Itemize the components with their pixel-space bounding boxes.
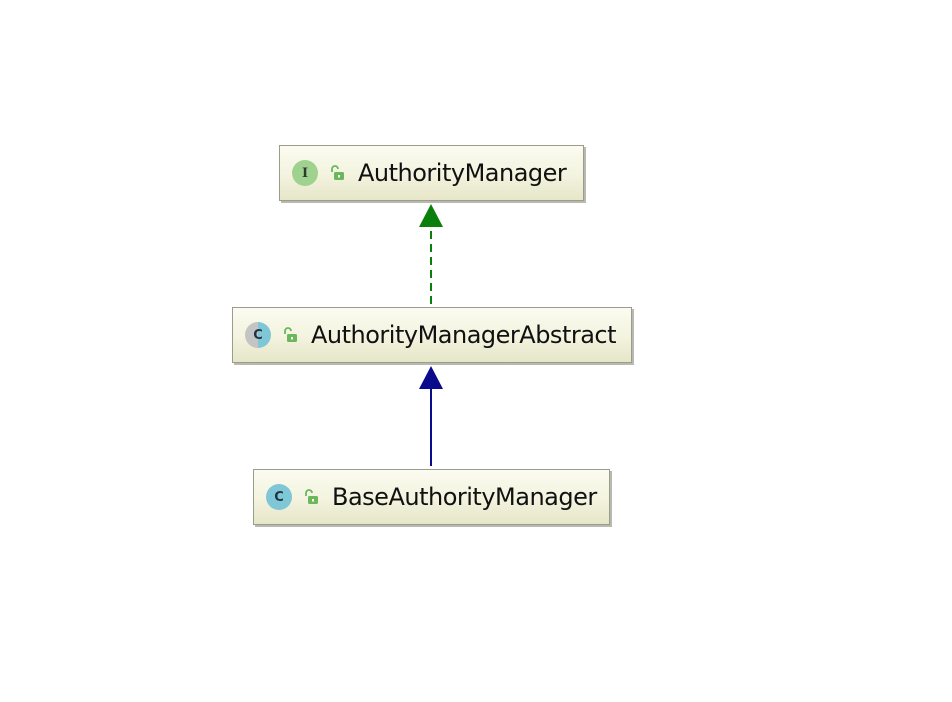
unlocked-icon [331, 165, 344, 180]
unlocked-icon [305, 489, 318, 504]
class-node-authority-manager-abstract[interactable]: C AuthorityManagerAbstract [232, 307, 632, 363]
unlocked-icon [284, 327, 297, 342]
class-icon: C [266, 484, 292, 510]
edge-extends-arrowhead [419, 366, 443, 389]
class-node-base-authority-manager[interactable]: C BaseAuthorityManager [253, 469, 610, 525]
abstract-class-icon: C [245, 322, 271, 348]
class-name-label: AuthorityManagerAbstract [311, 321, 617, 349]
interface-icon: I [292, 160, 318, 186]
class-name-label: AuthorityManager [358, 159, 567, 187]
class-name-label: BaseAuthorityManager [332, 483, 597, 511]
class-node-authority-manager[interactable]: I AuthorityManager [279, 145, 584, 201]
edge-implements-arrowhead [419, 204, 443, 227]
